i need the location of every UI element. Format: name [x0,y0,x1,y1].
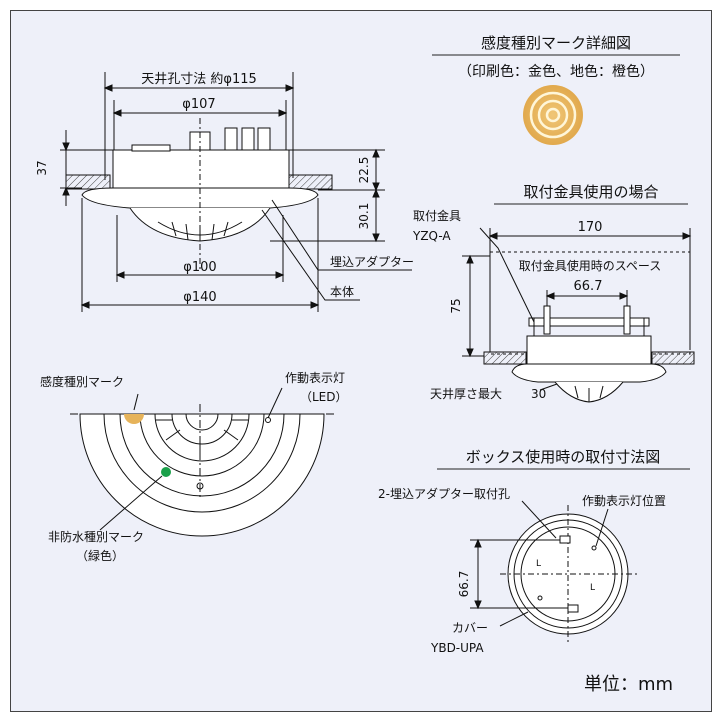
bracket-title: 取付金具使用の場合 [523,183,658,201]
nonwater-sub-label: （緑色） [76,548,124,563]
nonwater-label: 非防水種別マーク [48,529,144,544]
nonwater-mark-dot [161,467,171,477]
ceiling-label: 天井厚さ最大 [430,387,502,401]
lower-dim-label: 30.1 [357,203,371,230]
lamp-position-label: 作動表示灯位置 [582,493,666,508]
top-dim-label: φ107 [182,97,215,112]
inner-dim-label: φ100 [183,260,216,275]
sensor-mark-dot [124,414,144,424]
legend-mark-section: 感度種別マーク詳細図 （印刷色：金色、地色：橙色） [432,34,680,145]
fitting-model-label: YZQ-A [412,229,451,243]
body-label: 本体 [330,285,354,299]
lamp-sub-label: （LED） [300,390,348,404]
holes-label: 2-埋込アダプター取付孔 [378,486,510,501]
box-view-section: L L [470,500,640,645]
legend-title: 感度種別マーク詳細図 [481,34,631,52]
sensor-mark-icon [523,85,583,145]
fitting-label: 取付金具 [413,208,461,223]
bottom-view-section [70,387,334,537]
outer-dim-label: φ140 [183,290,216,305]
bracket-pitch-label: 66.7 [574,279,603,294]
adapter-label: 埋込アダプター [330,254,414,269]
space-label: 取付金具使用時のスペース [519,258,662,273]
bracket-width-label: 170 [578,220,603,235]
upper-dim-label: 22.5 [357,157,371,184]
box-pitch-label: 66.7 [457,571,471,598]
side-view-section [60,72,412,312]
ceiling-value: 30 [531,387,546,401]
cover-label: カバー [452,621,488,635]
box-title: ボックス使用時の取付寸法図 [466,448,661,466]
unit-label: 単位：mm [584,674,673,695]
hole-dim-label: 天井孔寸法 約φ115 [141,72,257,87]
cover-model-label: YBD-UPA [430,641,484,655]
lamp-label: 作動表示灯 [285,371,345,385]
legend-subtitle: （印刷色：金色、地色：橙色） [458,63,654,80]
bracket-view-section [462,227,695,403]
svg-text:L: L [536,559,541,569]
height-dim-label: 37 [35,160,49,175]
bracket-height-label: 75 [449,298,463,313]
svg-text:L: L [590,583,595,593]
sensor-mark-label: 感度種別マーク [40,374,124,389]
